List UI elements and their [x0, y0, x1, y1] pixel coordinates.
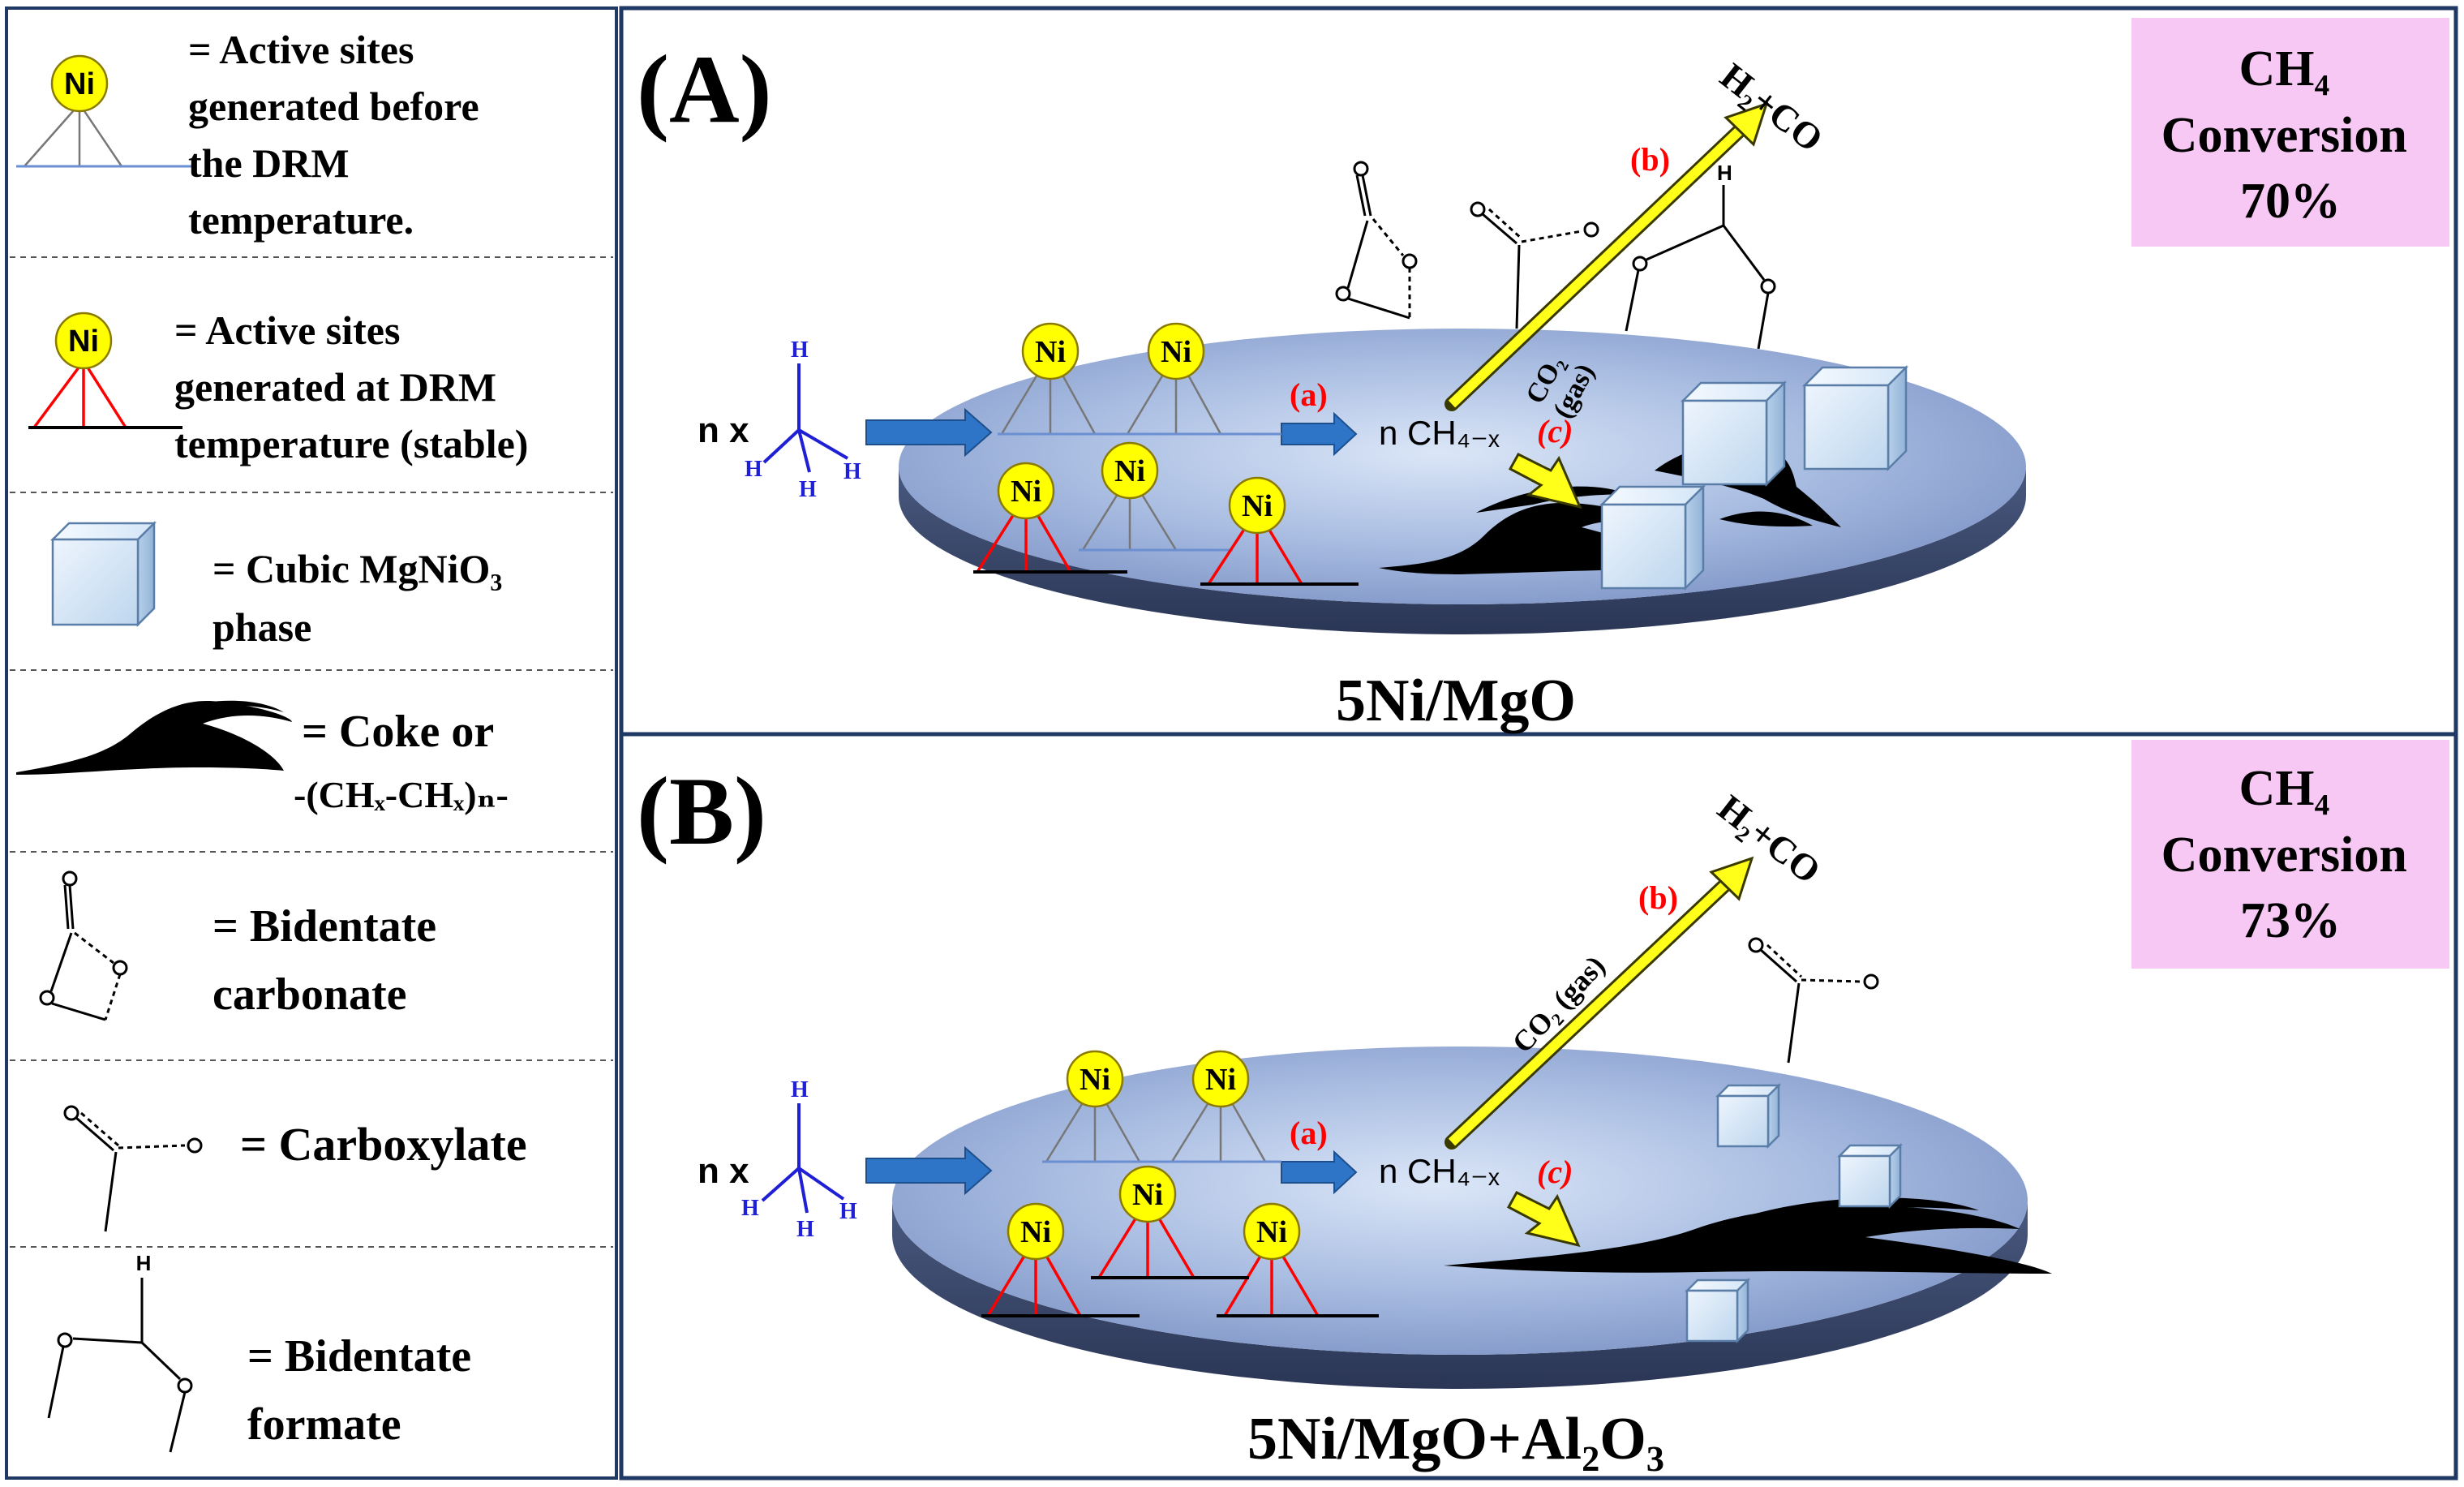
svg-text:H: H — [799, 477, 817, 502]
panel-a: (A) CH₄ Conversion 70% n x — [637, 18, 2449, 734]
formate-h-label: H — [136, 1251, 152, 1275]
formate-h-label: H — [1717, 161, 1732, 185]
yellow-arrow-c — [1508, 453, 1582, 509]
step-a-label: (a) — [1290, 376, 1328, 413]
panel-letter: (A) — [637, 35, 772, 143]
ni-sites: Ni Ni Ni Ni Ni — [981, 1050, 1379, 1317]
intermediate-label: n CH₄₋ₓ — [1379, 414, 1500, 452]
blue-arrow-in — [865, 1145, 993, 1196]
step-a-label: (a) — [1290, 1115, 1328, 1151]
svg-text:Ni: Ni — [1205, 1063, 1236, 1097]
svg-text:H: H — [741, 1196, 759, 1221]
legend-text-7: = Bidentate formate — [247, 1331, 483, 1450]
svg-text:H: H — [791, 1077, 809, 1102]
co2-label: CO₂ (gas) — [1520, 345, 1600, 423]
carboxylate-icon — [63, 1105, 203, 1232]
methane-molecule: n x H H H H — [698, 1077, 857, 1242]
svg-text:H: H — [745, 457, 762, 482]
svg-text:CH₄ Conversion: CH₄ Conversion 73% — [2161, 761, 2420, 948]
svg-text:H: H — [796, 1217, 814, 1242]
ni-label: Ni — [64, 67, 95, 101]
blue-arrow-a — [1281, 1150, 1358, 1195]
legend-text-3: = Cubic MgNiO₃ phase — [212, 546, 513, 650]
bidentate-carbonate-adsorbate — [1335, 161, 1418, 320]
blue-arrow-in — [865, 407, 993, 458]
legend-dividers — [10, 256, 613, 1248]
svg-text:Ni: Ni — [1161, 335, 1191, 369]
carboxylate-adsorbate — [1470, 201, 1599, 329]
step-b-label: (b) — [1638, 879, 1678, 916]
step-b-label: (b) — [1630, 141, 1670, 178]
legend-panel: Ni Ni — [5, 6, 618, 1480]
mgnio3-cubes — [1599, 364, 1909, 591]
legend-text-1: = Active sites generated before the DRM … — [188, 27, 489, 243]
legend-text-6: = Carboxylate — [240, 1118, 527, 1171]
svg-text:Ni: Ni — [1080, 1063, 1110, 1097]
blue-arrow-a — [1281, 411, 1358, 457]
legend-border — [5, 6, 618, 1480]
step-c-label: (c) — [1537, 1154, 1573, 1190]
svg-text:Ni: Ni — [1114, 454, 1145, 488]
catalyst-label: 5Ni/MgO — [1336, 668, 1576, 734]
svg-text:Ni: Ni — [1011, 475, 1041, 509]
carboxylate-adsorbate — [1748, 937, 1879, 1064]
yellow-arrow-b — [1444, 856, 1754, 1150]
svg-text:H: H — [844, 459, 861, 484]
methane-prefix: n x — [698, 1151, 749, 1191]
svg-text:Ni: Ni — [1132, 1178, 1163, 1212]
panel-letter: (B) — [637, 757, 766, 865]
svg-text:H: H — [839, 1199, 857, 1224]
panel-b: (B) CH₄ Conversion 73% n x H H — [637, 740, 2449, 1472]
cube-icon — [49, 520, 157, 628]
svg-text:Ni: Ni — [1035, 335, 1066, 369]
ni-label: Ni — [68, 324, 99, 359]
legend-text-4: = Coke or -(CHₓ-CHₓ)ₙ- — [294, 707, 509, 815]
legend-text-5: = Bidentate carbonate — [212, 901, 448, 1020]
conversion-box: CH₄ Conversion 73% — [2131, 740, 2449, 969]
methane-prefix: n x — [698, 410, 749, 450]
svg-text:H: H — [791, 337, 809, 363]
yellow-arrow-c — [1506, 1191, 1581, 1248]
yellow-arrow-b — [1444, 101, 1769, 411]
conversion-box: CH₄ Conversion 70% — [2131, 18, 2449, 247]
svg-text:Ni: Ni — [1242, 489, 1273, 523]
bidentate-formate-adsorbate — [1625, 185, 1776, 350]
methane-molecule: n x H H H H — [698, 337, 861, 502]
ni-sites: Ni Ni Ni Ni Ni — [973, 322, 1359, 586]
svg-text:Ni: Ni — [1020, 1215, 1051, 1249]
mgnio3-cubes — [1684, 1082, 1904, 1344]
bidentate-carbonate-icon — [39, 870, 128, 1021]
bidentate-formate-icon — [47, 1278, 193, 1453]
intermediate-label: n CH₄₋ₓ — [1379, 1152, 1500, 1190]
catalyst-label: 5Ni/MgO+Al₂O₃ — [1247, 1406, 1664, 1472]
ni-site-stable-icon: Ni — [28, 312, 182, 429]
step-c-label: (c) — [1537, 413, 1573, 449]
coke-icon — [16, 700, 292, 775]
legend-text-2: = Active sites generated at DRM temperat… — [174, 307, 528, 466]
svg-text:Ni: Ni — [1256, 1215, 1287, 1249]
svg-text:CH₄ Conversion: CH₄ Conversion 70% — [2161, 41, 2420, 229]
ni-site-unstable-icon: Ni — [16, 54, 195, 168]
